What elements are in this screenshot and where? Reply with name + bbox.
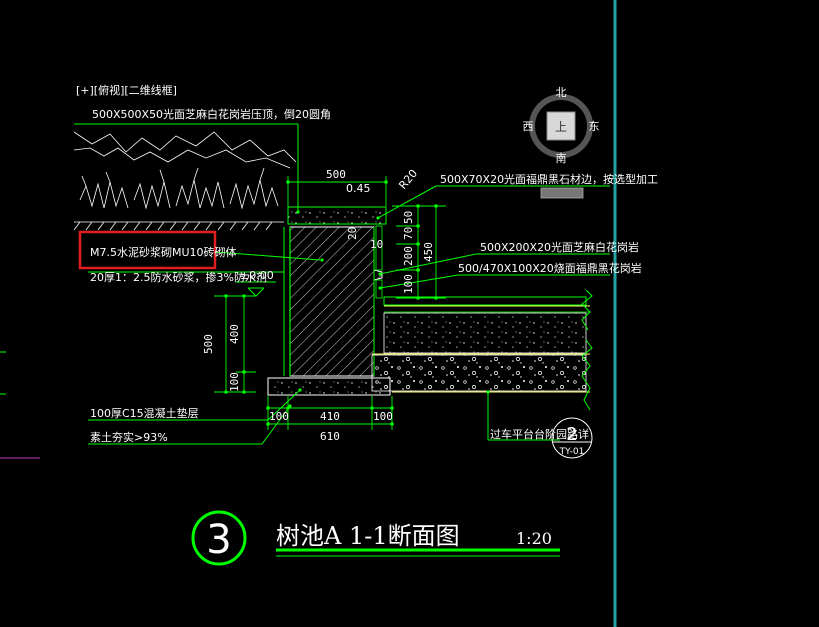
- dim-b410: 410: [320, 410, 340, 423]
- detail-ref-sheet: TY-01: [559, 447, 585, 457]
- detail-reference[interactable]: 2 TY-01: [551, 417, 593, 459]
- note-soil: 素土夯实>93%: [90, 430, 168, 444]
- note-plaster: 20厚1：2.5防水砂浆，掺3%防水剂: [90, 270, 267, 284]
- pavement-layers: [371, 289, 593, 411]
- viewport-label[interactable]: [+][俯视][二维线框]: [76, 83, 177, 97]
- compass-east[interactable]: 东: [589, 120, 600, 133]
- title-scale: 1:20: [516, 529, 552, 548]
- dim-200: 200: [402, 246, 415, 266]
- viewcube-face[interactable]: [546, 111, 576, 141]
- dim-20: 20: [346, 227, 359, 240]
- viewcube-menu-icon[interactable]: [540, 187, 584, 199]
- dim-50: 50: [402, 211, 415, 224]
- dim-100: 100: [402, 274, 415, 294]
- note-reference: 过车平台台阶园路详: [490, 427, 589, 441]
- dim-h500: 500: [202, 334, 215, 354]
- note-top-paving: 500X500X50光面芝麻白花岗岩压顶，倒20圆角: [92, 107, 331, 121]
- dim-10: 10: [370, 238, 383, 251]
- dim-b100-left: 100: [269, 410, 289, 423]
- dim-b610: 610: [320, 430, 340, 443]
- gravel-base: [371, 354, 587, 392]
- radius-label: R20: [396, 167, 420, 192]
- title-text: 树池A 1-1断面图: [276, 522, 460, 550]
- leader-lines: [74, 123, 610, 445]
- dim-70: 70: [402, 227, 415, 240]
- dim-450: 450: [422, 242, 435, 262]
- note-fuding-black: 500/470X100X20烧面福鼎黑花岗岩: [458, 261, 642, 275]
- elevation-label: ±0.00: [240, 269, 274, 282]
- viewcube[interactable]: 上 北 南 西 东: [523, 86, 600, 199]
- tree-pool-wall: [267, 206, 391, 396]
- dim-top-width: 500: [326, 168, 346, 181]
- title-number-circle: [191, 510, 247, 566]
- dim-b100-right: 100: [373, 410, 393, 423]
- compass-south[interactable]: 南: [556, 152, 567, 165]
- note-cushion: 100厚C15混凝土垫层: [90, 406, 199, 420]
- title-number: 3: [206, 517, 231, 563]
- compass-west[interactable]: 西: [523, 120, 534, 133]
- soil-surface: [73, 221, 284, 231]
- elevation-marker: [236, 281, 276, 297]
- cap-stone: [287, 206, 387, 225]
- dim-h400: 400: [228, 324, 241, 344]
- note-masonry: M7.5水泥砂浆砌MU10砖砌体: [90, 245, 237, 259]
- dimension-ticks: [224, 180, 490, 426]
- brick-masonry: [289, 226, 383, 377]
- detail-ref-number: 2: [566, 424, 577, 445]
- note-cap-stone: 500X70X20光面福鼎黑石材边，按选型加工: [440, 172, 658, 186]
- shrub-sketch: [73, 131, 297, 210]
- facing-stone: [375, 225, 383, 271]
- viewcube-ring[interactable]: [529, 94, 593, 158]
- note-sesame-white: 500X200X20光面芝麻白花岗岩: [480, 240, 639, 254]
- highlight-box: [78, 230, 217, 270]
- concrete-base: [383, 312, 587, 354]
- slope-label: 0.45: [346, 182, 371, 195]
- detail-ref-circle[interactable]: [551, 417, 593, 459]
- viewcube-face-label: 上: [555, 120, 567, 134]
- drawing-title: 3 树池A 1-1断面图 1:20: [191, 510, 560, 566]
- compass-north[interactable]: 北: [556, 86, 567, 99]
- dim-h100: 100: [228, 372, 241, 392]
